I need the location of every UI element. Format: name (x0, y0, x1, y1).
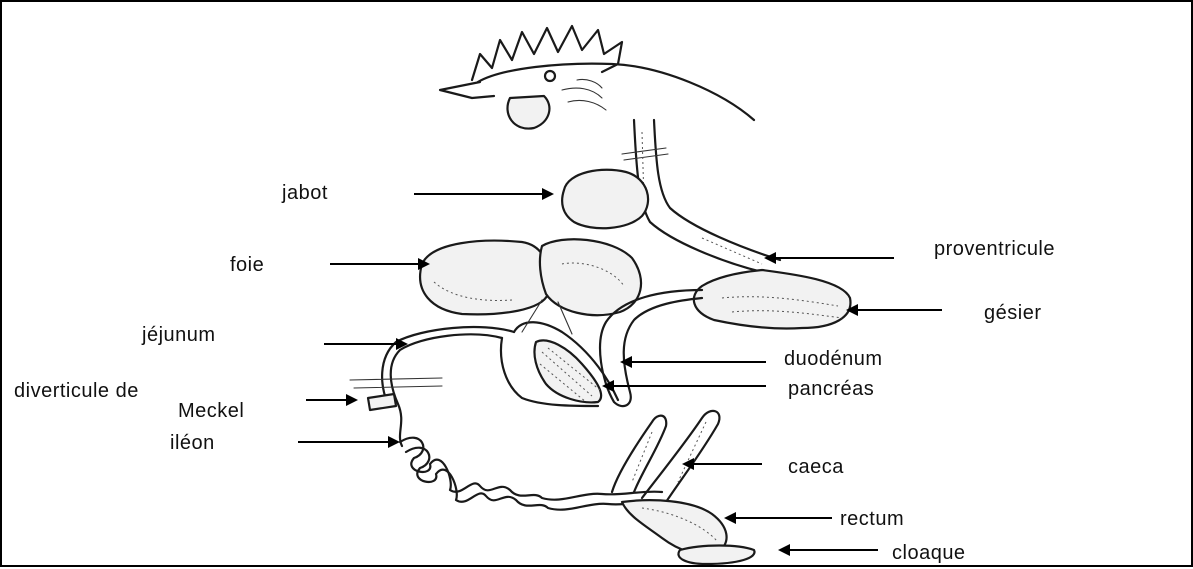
label-jejunum: jéjunum (142, 324, 216, 346)
label-rectum: rectum (840, 508, 904, 530)
label-pancreas: pancréas (788, 378, 874, 400)
rectum-drawing (622, 500, 755, 564)
label-cloaque: cloaque (892, 542, 966, 564)
label-jabot: jabot (282, 182, 328, 204)
caeca-drawing (612, 411, 719, 502)
label-diverticule-line2: Meckel (178, 400, 244, 422)
label-foie: foie (230, 254, 264, 276)
label-diverticule-line1: diverticule de (14, 380, 139, 402)
crop-organ (562, 170, 648, 229)
label-proventricule: proventricule (934, 238, 1055, 260)
rooster-head-drawing (440, 26, 754, 129)
label-duodenum: duodénum (784, 348, 883, 370)
label-caeca: caeca (788, 456, 844, 478)
label-ileon: iléon (170, 432, 215, 454)
label-arrows (298, 188, 942, 556)
liver-organ (420, 239, 641, 315)
gizzard-organ (694, 270, 851, 329)
label-gesier: gésier (984, 302, 1041, 324)
